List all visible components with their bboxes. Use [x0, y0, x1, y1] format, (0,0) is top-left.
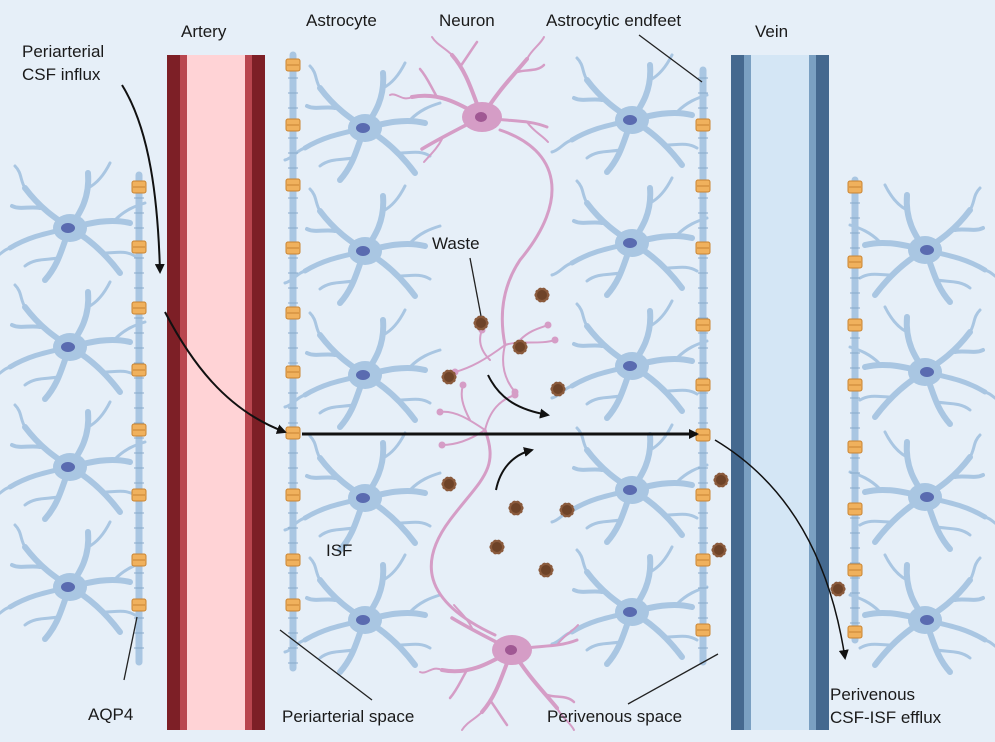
waste-clearance-arrow: [487, 374, 550, 419]
perivenous-space-label: Perivenous space: [547, 707, 682, 726]
perivenous-efflux-label-line2: CSF-ISF efflux: [830, 708, 942, 727]
neuron-cell: [389, 36, 549, 163]
perivascular-entry-arrow: [164, 311, 287, 434]
waste-particle: [441, 476, 457, 492]
periarterial-influx-label-line2: CSF influx: [22, 65, 101, 84]
neurons: [389, 36, 579, 731]
synaptic-bouton: [544, 321, 552, 329]
synaptic-bouton: [459, 381, 467, 389]
waste-label: Waste: [432, 234, 480, 253]
isf-flow-arrow: [495, 447, 534, 491]
waste-particle: [559, 502, 575, 518]
waste-particles: [441, 287, 846, 597]
vein-vessel: [731, 55, 829, 730]
astrocyte-label: Astrocyte: [306, 11, 377, 30]
waste-particle: [534, 287, 550, 303]
waste-particle: [473, 315, 489, 331]
waste-particle: [550, 381, 566, 397]
artery-vessel: [167, 55, 265, 730]
vein-label: Vein: [755, 22, 788, 41]
efflux-arrow: [714, 439, 849, 660]
waste-particle: [713, 472, 729, 488]
aqp4-channels: [131, 58, 863, 639]
neuron-cell: [419, 604, 579, 731]
waste-particle: [711, 542, 727, 558]
neuron-axon: [498, 128, 554, 347]
waste-particle: [441, 369, 457, 385]
synaptic-bouton: [436, 408, 444, 416]
isf-label: ISF: [326, 541, 352, 560]
periarterial-influx-label-line1: Periarterial: [22, 42, 104, 61]
synaptic-bouton: [551, 336, 559, 344]
astrocytic-endfeet-label: Astrocytic endfeet: [546, 11, 681, 30]
influx-arrow: [121, 84, 165, 274]
leader-lines: [123, 34, 719, 705]
waste-particle: [538, 562, 554, 578]
artery-label: Artery: [181, 22, 227, 41]
flow-arrows: [121, 84, 849, 660]
aqp4-label: AQP4: [88, 705, 133, 724]
neuron-axon-terminal: [439, 384, 516, 446]
waste-particle: [508, 500, 524, 516]
neuron-label: Neuron: [439, 11, 495, 30]
synaptic-bouton: [511, 391, 519, 399]
synaptic-bouton: [438, 441, 446, 449]
waste-particle: [489, 539, 505, 555]
waste-particle: [512, 339, 528, 355]
neuron-axon-terminal: [454, 324, 556, 393]
periarterial-space-label: Periarterial space: [282, 707, 414, 726]
waste-particle: [830, 581, 846, 597]
perivenous-efflux-label-line1: Perivenous: [830, 685, 915, 704]
neuron-axon: [429, 428, 497, 637]
